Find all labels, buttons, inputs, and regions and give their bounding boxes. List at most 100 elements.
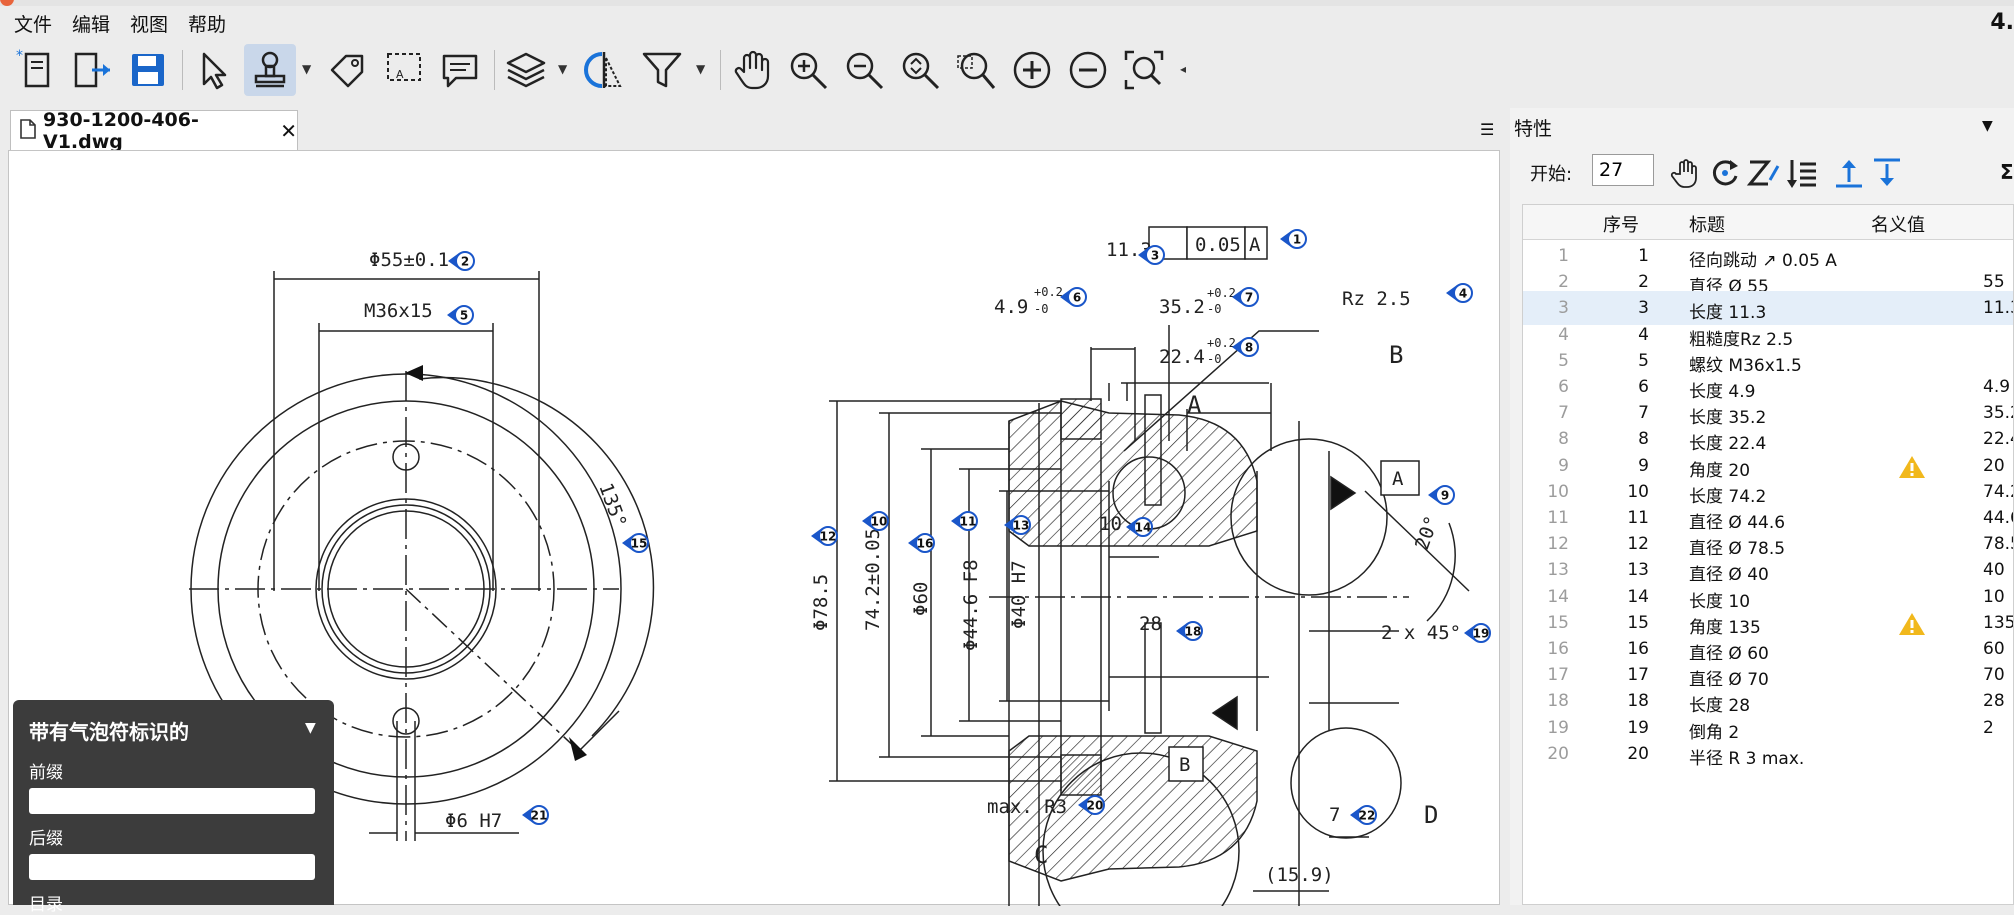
row-number: 13 xyxy=(1545,560,1569,580)
stamp-dropdown-caret[interactable]: ▼ xyxy=(302,62,311,76)
svg-text:*: * xyxy=(16,48,23,64)
move-down-button[interactable] xyxy=(1870,156,1904,190)
row-nominal: 78.5 xyxy=(1983,534,2014,554)
dim-d6: Φ6 H7 xyxy=(445,810,502,832)
sum-button[interactable]: Σ xyxy=(2000,160,2014,184)
directory-label: 目录 xyxy=(29,890,63,915)
balloon-number: 7 xyxy=(1245,291,1253,305)
balloon-number: 15 xyxy=(631,537,648,551)
zoom-window-button[interactable] xyxy=(950,44,1002,96)
balloon-marker[interactable]: 13 xyxy=(1004,516,1030,534)
row-nominal: 28 xyxy=(1983,691,2005,711)
suffix-input[interactable] xyxy=(29,854,315,880)
right-view xyxy=(829,227,1469,906)
new-document-icon: * xyxy=(14,48,58,92)
balloon-marker[interactable]: 2 xyxy=(448,252,474,270)
balloon-number: 5 xyxy=(460,309,468,323)
balloon-marker[interactable]: 9 xyxy=(1428,486,1454,504)
arrowhead xyxy=(405,365,423,381)
balloon-marker[interactable]: 5 xyxy=(447,306,473,324)
balloon-marker[interactable]: 4 xyxy=(1446,284,1472,302)
zoom-extents-button[interactable] xyxy=(1118,44,1170,96)
row-seq: 17 xyxy=(1593,665,1649,685)
sort-list-button[interactable] xyxy=(1784,156,1818,190)
dim-10: 10 xyxy=(1099,513,1122,535)
balloon-number: 9 xyxy=(1441,489,1449,503)
row-seq: 2 xyxy=(1593,272,1649,292)
pan-button[interactable] xyxy=(726,44,778,96)
label-c: C xyxy=(1034,841,1048,869)
zoom-in-button[interactable] xyxy=(782,44,834,96)
label-d: D xyxy=(1424,801,1438,829)
row-seq: 12 xyxy=(1593,534,1649,554)
row-number: 12 xyxy=(1545,534,1569,554)
row-seq: 8 xyxy=(1593,429,1649,449)
zoom-minus-button[interactable] xyxy=(1062,44,1114,96)
balloon-marker[interactable]: 16 xyxy=(908,534,934,552)
start-number-input[interactable] xyxy=(1592,154,1654,186)
move-up-button[interactable] xyxy=(1832,156,1866,190)
dim-742: 74.2±0.05 xyxy=(862,528,884,631)
balloon-marker[interactable]: 6 xyxy=(1060,288,1086,306)
menu-edit[interactable]: 编辑 xyxy=(72,10,110,37)
zoom-plus-button[interactable] xyxy=(1006,44,1058,96)
row-seq: 5 xyxy=(1593,351,1649,371)
balloon-marker[interactable]: 15 xyxy=(622,534,648,552)
balloon-number: 18 xyxy=(1185,625,1202,639)
balloon-marker[interactable]: 21 xyxy=(522,806,548,824)
balloon-marker[interactable]: 22 xyxy=(1350,806,1376,824)
dim-135: 135° xyxy=(594,480,630,531)
toolbar-overflow-caret[interactable]: ◂ xyxy=(1180,62,1186,76)
save-button[interactable] xyxy=(122,44,174,96)
dim-352-tol-plus: +0.2 xyxy=(1207,286,1236,300)
filter-dropdown-caret[interactable]: ▼ xyxy=(696,62,705,76)
column-seq[interactable]: 序号 xyxy=(1603,211,1639,237)
layers-dropdown-caret[interactable]: ▼ xyxy=(558,62,567,76)
select-tool-button[interactable] xyxy=(188,44,240,96)
row-number: 16 xyxy=(1545,639,1569,659)
toolbar-separator xyxy=(720,50,721,90)
tag-tool-button[interactable] xyxy=(322,44,374,96)
row-seq: 4 xyxy=(1593,325,1649,345)
suffix-label: 后缀 xyxy=(29,824,63,849)
zoom-fit-button[interactable] xyxy=(894,44,946,96)
menu-file[interactable]: 文件 xyxy=(14,10,52,37)
row-seq: 11 xyxy=(1593,508,1649,528)
column-nominal[interactable]: 名义值 xyxy=(1871,211,1925,237)
area-select-button[interactable]: A xyxy=(378,44,430,96)
comment-tool-button[interactable] xyxy=(434,44,486,96)
menu-help[interactable]: 帮助 xyxy=(188,10,226,37)
stamp-tool-button[interactable] xyxy=(244,44,296,96)
balloon-marker[interactable]: 12 xyxy=(811,527,837,545)
renumber-button[interactable] xyxy=(1708,156,1742,190)
tab-list-menu-icon[interactable]: ☰ xyxy=(1480,120,1494,139)
document-tab[interactable]: 930-1200-406-V1.dwg ✕ xyxy=(10,110,298,151)
balloon-marker[interactable]: 10 xyxy=(862,512,888,530)
properties-menu-icon[interactable]: ▼ xyxy=(1982,118,1993,134)
close-tab-icon[interactable]: ✕ xyxy=(280,119,297,143)
new-document-button[interactable]: * xyxy=(10,44,62,96)
balloon-number: 2 xyxy=(461,255,469,269)
compare-button[interactable] xyxy=(578,44,630,96)
hand-pick-button[interactable] xyxy=(1670,156,1704,190)
sort-z-button[interactable] xyxy=(1746,156,1780,190)
bubble-settings-panel: 带有气泡符标识的 ▼ 前缀 后缀 目录 xyxy=(13,700,334,905)
menu-view[interactable]: 视图 xyxy=(130,10,168,37)
zoom-out-button[interactable] xyxy=(838,44,890,96)
window-close-dot[interactable] xyxy=(0,0,14,6)
balloon-marker[interactable]: 19 xyxy=(1464,624,1490,642)
filter-button[interactable] xyxy=(636,44,688,96)
column-title[interactable]: 标题 xyxy=(1689,211,1725,237)
row-seq: 14 xyxy=(1593,587,1649,607)
table-row[interactable]: 2020半径 R 3 max. xyxy=(1523,737,2014,771)
layers-button[interactable] xyxy=(500,44,552,96)
collapse-icon[interactable]: ▼ xyxy=(305,720,316,736)
balloon-marker[interactable]: 1 xyxy=(1280,230,1306,248)
balloon-marker[interactable]: 18 xyxy=(1176,622,1202,640)
row-number: 4 xyxy=(1545,325,1569,345)
balloon-marker[interactable]: 11 xyxy=(951,512,977,530)
export-document-button[interactable] xyxy=(66,44,118,96)
compare-icon xyxy=(582,48,626,92)
prefix-input[interactable] xyxy=(29,788,315,814)
row-nominal: 74.2 xyxy=(1983,482,2014,502)
